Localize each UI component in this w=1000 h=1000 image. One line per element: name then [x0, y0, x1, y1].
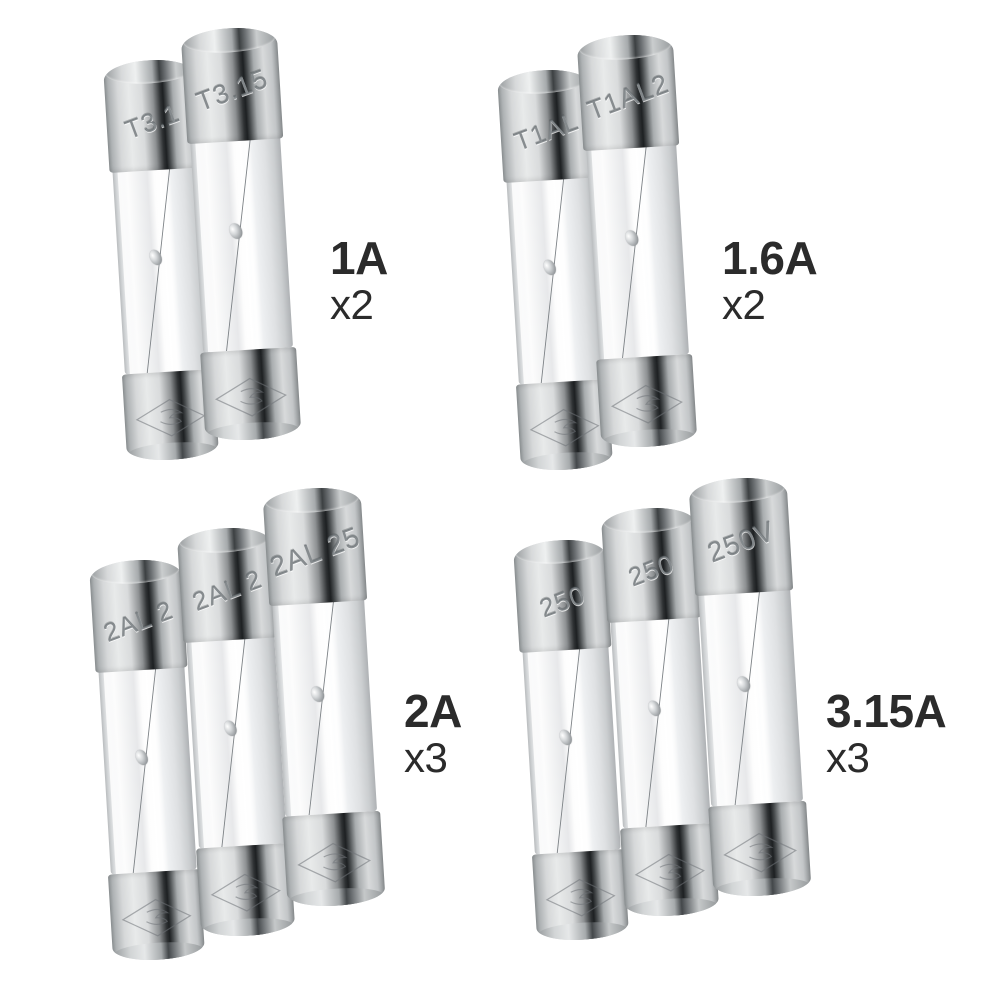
cap-manufacturer-diamond-icon: [295, 839, 372, 886]
cap-manufacturer-diamond-icon: [609, 381, 685, 426]
cap-engraved-marking: 250: [535, 579, 590, 624]
fuse-top-cap: 250V: [688, 475, 794, 597]
fuse-top-cap: T3.15: [180, 25, 284, 145]
fuse-glass-body: [585, 137, 689, 360]
fuse-glass-body: [697, 582, 804, 807]
fuse-glass-body: [271, 592, 378, 817]
fuse-top-cap: 250: [600, 505, 702, 624]
fuse-bottom-cap: [107, 868, 206, 963]
cap-manufacturer-diamond-icon: [120, 896, 193, 940]
cap-engraved-marking: 2AL 2: [188, 563, 267, 617]
fuse-glass-body: [185, 629, 287, 849]
fuse-top-cap: 2AL 25: [262, 485, 368, 607]
fuse-top-cap: T1AL2: [576, 32, 680, 152]
fuse-bottom-cap: [200, 346, 302, 443]
group-2a-quantity: x3: [404, 733, 448, 781]
cap-manufacturer-diamond-icon: [544, 876, 617, 920]
fuse-element-bead: [133, 747, 151, 767]
cap-manufacturer-diamond-icon: [213, 374, 289, 419]
fuse-element-bead: [622, 228, 641, 248]
fuse-bottom-cap: [619, 822, 720, 919]
fuse-bottom-cap: [531, 848, 630, 943]
fuse-glass-body: [522, 639, 621, 855]
fuse-element-bead: [309, 683, 328, 704]
cap-manufacturer-diamond-icon: [633, 851, 707, 895]
fuse-element-bead: [147, 247, 165, 267]
fuse-wire-and-bead: [522, 640, 621, 855]
fuse-glass-body: [609, 609, 711, 829]
fuse-element-bead: [541, 257, 559, 277]
cap-manufacturer-diamond-icon: [721, 829, 798, 876]
cap-engraved-marking: T3.15: [192, 63, 273, 118]
group-1a-quantity: x2: [330, 280, 374, 328]
cap-manufacturer-diamond-icon: [528, 406, 601, 450]
fuse-element-bead: [221, 718, 240, 739]
fuse-wire-and-bead: [698, 582, 803, 806]
cap-manufacturer-diamond-icon: [209, 871, 283, 915]
fuse-element-bead: [735, 673, 754, 694]
cap-manufacturer-diamond-icon: [134, 396, 207, 440]
fuse-wire-and-bead: [98, 660, 197, 875]
cap-engraved-marking: 250: [624, 548, 679, 593]
fuse-element-bead: [645, 698, 664, 719]
group-1-6a-quantity: x2: [722, 280, 766, 328]
group-1-6a-amperage: 1.6A: [722, 232, 818, 284]
cap-engraved-marking: 2AL 25: [265, 521, 365, 584]
fuse-top-cap: 250: [512, 537, 612, 653]
fuse-wire-and-bead: [586, 137, 689, 359]
cap-engraved-marking: 250V: [703, 515, 779, 569]
fuse-wire-and-bead: [272, 592, 377, 816]
group-3-15a-amperage: 3.15A: [826, 685, 947, 737]
fuse-element-bead: [226, 221, 245, 241]
fuse-bottom-cap: [282, 810, 386, 909]
fuse-bottom-cap: [596, 353, 698, 450]
fuse-glass-body: [98, 659, 197, 875]
group-2a-amperage: 2A: [404, 685, 462, 737]
cap-engraved-marking: 2AL 2: [99, 594, 178, 649]
group-3-15a-quantity: x3: [826, 733, 870, 781]
fuse-bottom-cap: [708, 800, 812, 899]
fuse-wire-and-bead: [610, 610, 711, 829]
fuse-wire-and-bead: [186, 630, 287, 849]
fuse-wire-and-bead: [190, 130, 293, 352]
group-1a-amperage: 1A: [330, 232, 388, 284]
fuse-bottom-cap: [195, 842, 296, 939]
fuse-element-bead: [557, 727, 575, 747]
fuse-top-cap: 2AL 2: [176, 525, 278, 644]
cap-engraved-marking: T1AL2: [583, 68, 673, 127]
fuse-glass-body: [189, 130, 293, 353]
fuse-top-cap: 2AL 2: [88, 557, 188, 673]
